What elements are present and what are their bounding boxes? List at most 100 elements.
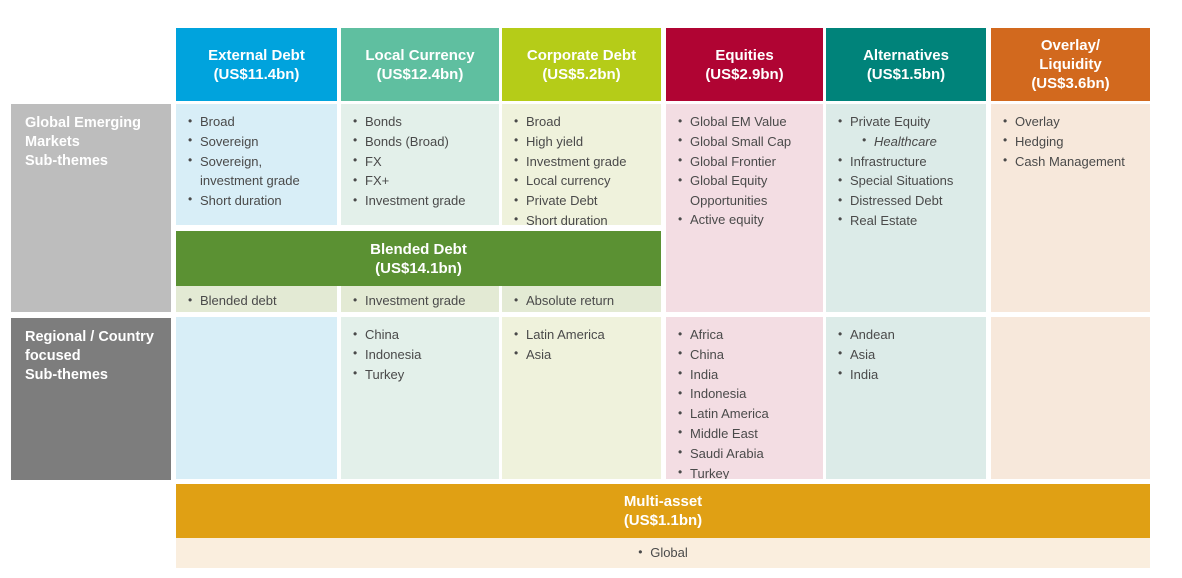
list-item: Indonesia (353, 344, 489, 364)
cell-global-alternatives[interactable]: Private Equity Healthcare Infrastructure… (826, 104, 986, 312)
column-header-amount: (US$1.5bn) (866, 65, 946, 83)
bullet-list: Blended debt (188, 291, 327, 310)
list-item: Asia (514, 344, 651, 364)
list-item: China (678, 344, 813, 364)
bullet-list: Bonds Bonds (Broad) FX FX+ Investment gr… (353, 111, 489, 211)
list-item: Active equity (678, 210, 813, 230)
blended-debt-cell-external[interactable]: Blended debt (176, 286, 337, 312)
cell-global-local-currency[interactable]: Bonds Bonds (Broad) FX FX+ Investment gr… (341, 104, 499, 225)
list-item: Hedging (1003, 131, 1140, 151)
multi-asset-body[interactable]: Global (176, 538, 1150, 568)
list-item: Turkey (678, 463, 813, 479)
cell-regional-alternatives[interactable]: Andean Asia India (826, 317, 986, 479)
cell-regional-equities[interactable]: Africa China India Indonesia Latin Ameri… (666, 317, 823, 479)
column-header-overlay-liquidity[interactable]: Overlay/ Liquidity (US$3.6bn) (991, 28, 1150, 101)
list-item: FX (353, 151, 489, 171)
list-item: Special Situations (838, 171, 976, 191)
bullet-list: Andean Asia India (838, 324, 976, 384)
list-item: Global (638, 543, 688, 562)
list-item: Cash Management (1003, 151, 1140, 171)
list-item: Blended debt (188, 291, 327, 310)
bullet-list: China Indonesia Turkey (353, 324, 489, 384)
row-label-line2: Markets (25, 134, 80, 150)
list-item: Private Debt (514, 191, 651, 211)
list-item: Latin America (678, 404, 813, 424)
list-item: Investment grade (353, 191, 489, 211)
multi-asset-banner[interactable]: Multi-asset (US$1.1bn) (176, 484, 1150, 538)
column-header-equities[interactable]: Equities (US$2.9bn) (666, 28, 823, 101)
column-header-name-line1: Overlay/ (1040, 37, 1101, 54)
cell-regional-overlay-liquidity[interactable] (991, 317, 1150, 479)
list-item: Andean (838, 324, 976, 344)
list-item: Infrastructure (838, 151, 976, 171)
list-item: Global Frontier (678, 151, 813, 171)
column-header-corporate-debt[interactable]: Corporate Debt (US$5.2bn) (502, 28, 661, 101)
list-item: Latin America (514, 324, 651, 344)
list-item: Global Small Cap (678, 131, 813, 151)
column-header-amount: (US$11.4bn) (213, 65, 300, 83)
bullet-list: Latin America Asia (514, 324, 651, 364)
blended-debt-cell-corporate[interactable]: Absolute return (502, 286, 661, 312)
cell-global-equities[interactable]: Global EM Value Global Small Cap Global … (666, 104, 823, 312)
column-header-name: External Debt (208, 46, 305, 64)
list-item: Global EM Value (678, 111, 813, 131)
cell-global-external-debt[interactable]: Broad Sovereign Sovereign, investment gr… (176, 104, 337, 225)
blended-debt-name: Blended Debt (370, 240, 467, 258)
row-label-line1: Global Emerging (25, 115, 142, 131)
column-header-name: Corporate Debt (526, 46, 637, 64)
list-item: Local currency (514, 171, 651, 191)
list-item: Broad (514, 111, 651, 131)
blended-debt-amount: (US$14.1bn) (375, 259, 462, 277)
list-item: Investment grade (514, 151, 651, 171)
cell-regional-external-debt[interactable] (176, 317, 337, 479)
list-item: Sovereign (188, 131, 327, 151)
list-item: Short duration (188, 190, 327, 210)
list-item: Distressed Debt (838, 191, 976, 211)
list-item: Global Equity Opportunities (678, 171, 813, 210)
bullet-list: Absolute return (514, 291, 651, 310)
row-label-line1: Regional / Country (25, 329, 154, 345)
row-label-line3: Sub-themes (25, 153, 108, 169)
bullet-list: Africa China India Indonesia Latin Ameri… (678, 324, 813, 479)
list-item: Investment grade (353, 291, 489, 310)
cell-regional-corporate-debt[interactable]: Latin America Asia (502, 317, 661, 479)
column-header-amount: (US$12.4bn) (376, 65, 464, 83)
multi-asset-amount: (US$1.1bn) (623, 512, 703, 529)
blended-debt-cell-local[interactable]: Investment grade (341, 286, 499, 312)
list-item: India (838, 364, 976, 384)
list-item: Saudi Arabia (678, 443, 813, 463)
bullet-list: Broad High yield Investment grade Local … (514, 111, 651, 225)
list-item: Short duration (514, 210, 651, 225)
list-item: Broad (188, 111, 327, 131)
list-item: Middle East (678, 423, 813, 443)
list-item: Bonds (353, 111, 489, 131)
list-item-sub: Healthcare (838, 131, 976, 151)
column-header-amount: (US$5.2bn) (542, 65, 621, 83)
row-label-global-emerging-markets: Global Emerging Markets Sub-themes (11, 104, 171, 312)
column-header-name: Alternatives (863, 46, 949, 64)
column-header-local-currency[interactable]: Local Currency (US$12.4bn) (341, 28, 499, 101)
list-item: Absolute return (514, 291, 651, 310)
column-header-external-debt[interactable]: External Debt (US$11.4bn) (176, 28, 337, 101)
blended-debt-banner[interactable]: Blended Debt (US$14.1bn) (176, 231, 661, 286)
column-header-name-line2: Liquidity (1039, 56, 1102, 73)
cell-regional-local-currency[interactable]: China Indonesia Turkey (341, 317, 499, 479)
bullet-list: Broad Sovereign Sovereign, investment gr… (188, 111, 327, 210)
column-header-amount: (US$3.6bn) (1031, 75, 1110, 92)
bullet-list: Investment grade (353, 291, 489, 310)
row-label-line3: Sub-themes (25, 367, 108, 383)
bullet-list: Overlay Hedging Cash Management (1003, 111, 1140, 171)
cell-global-corporate-debt[interactable]: Broad High yield Investment grade Local … (502, 104, 661, 225)
cell-global-overlay-liquidity[interactable]: Overlay Hedging Cash Management (991, 104, 1150, 312)
row-label-line2: focused (25, 348, 81, 364)
list-item: FX+ (353, 171, 489, 191)
column-header-amount: (US$2.9bn) (705, 65, 784, 83)
list-item: High yield (514, 131, 651, 151)
column-header-alternatives[interactable]: Alternatives (US$1.5bn) (826, 28, 986, 101)
row-label-regional-country-focused: Regional / Country focused Sub-themes (11, 318, 171, 480)
bullet-list: Global (638, 543, 688, 563)
list-item: Sovereign, investment grade (188, 151, 327, 191)
list-item: Overlay (1003, 111, 1140, 131)
column-header-name: Local Currency (365, 46, 475, 64)
